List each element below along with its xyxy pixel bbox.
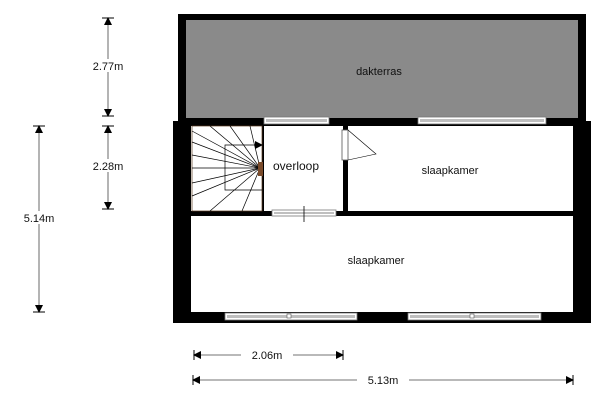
dimension-total-depth: 5.14m bbox=[16, 125, 60, 313]
roof-terrace: dakterras bbox=[178, 14, 586, 122]
staircase bbox=[191, 125, 263, 212]
window-top-bedroom bbox=[417, 116, 547, 125]
dimension-label: 2.77m bbox=[93, 61, 124, 73]
dimension-label: 2.06m bbox=[252, 350, 283, 362]
room-label-slaapkamer-large: slaapkamer bbox=[348, 255, 405, 267]
main-floor bbox=[173, 121, 591, 323]
dimension-partial-width: 2.06m bbox=[193, 348, 344, 362]
window-bottom-right bbox=[407, 312, 542, 321]
room-label-dakterras: dakterras bbox=[356, 66, 402, 78]
room-label-slaapkamer-small: slaapkamer bbox=[422, 165, 479, 177]
room-label-overloop: overloop bbox=[273, 159, 319, 173]
interior-wall bbox=[343, 126, 348, 214]
window-top-landing bbox=[263, 116, 330, 125]
dimension-label: 2.28m bbox=[93, 161, 124, 173]
dimension-label: 5.14m bbox=[24, 213, 55, 225]
door-bedroom bbox=[341, 129, 377, 161]
stair-post bbox=[258, 162, 263, 176]
dimension-landing: 2.28m bbox=[86, 125, 130, 210]
dimension-label: 5.13m bbox=[368, 375, 399, 387]
doorway-landing bbox=[271, 206, 337, 222]
window-bottom-left bbox=[224, 312, 358, 321]
interior-wall bbox=[191, 211, 573, 216]
dimension-roof-terrace: 2.77m bbox=[86, 17, 130, 117]
windows bbox=[224, 116, 547, 321]
dimension-total-width: 5.13m bbox=[192, 373, 574, 387]
